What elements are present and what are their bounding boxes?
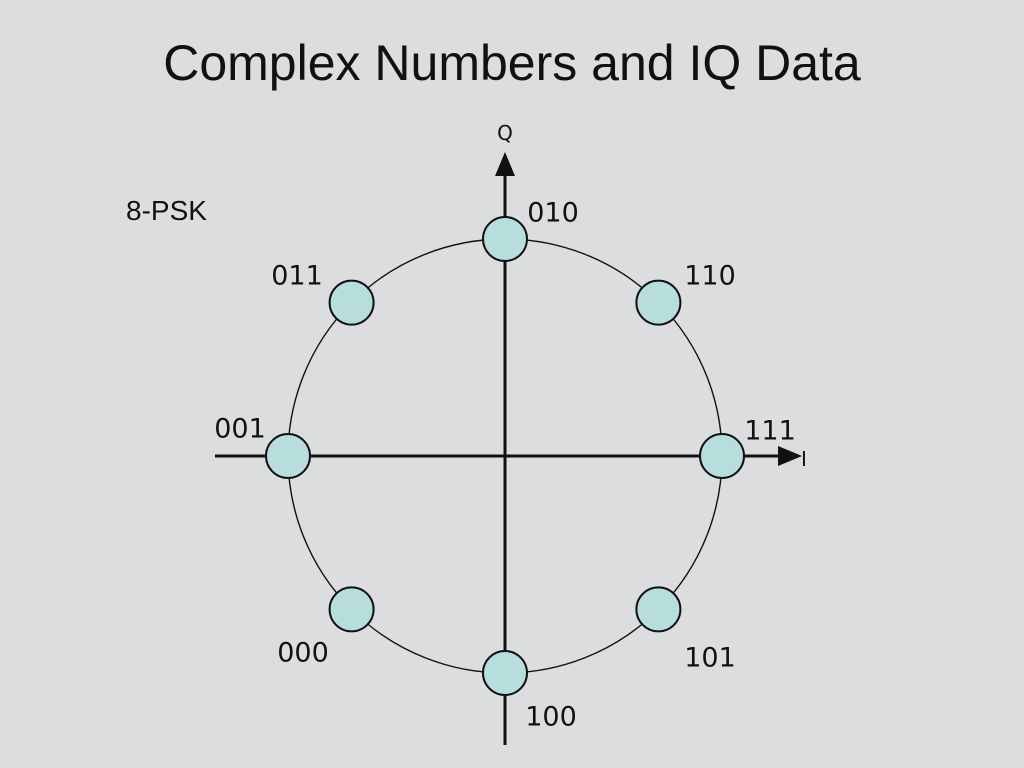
constellation-point-001	[265, 433, 311, 479]
i-axis-arrow-icon	[778, 446, 802, 466]
symbol-label-110: 110	[684, 261, 736, 292]
constellation-point-101	[635, 586, 682, 633]
symbol-label-010: 010	[527, 198, 579, 229]
symbol-label-100: 100	[525, 702, 577, 733]
symbol-label-011: 011	[271, 261, 323, 292]
symbol-labels: 111 110 010 011 001 000 100 101	[214, 198, 796, 733]
symbol-label-101: 101	[684, 643, 736, 674]
constellation-point-100	[482, 650, 528, 696]
constellation-point-110	[635, 279, 682, 326]
constellation-point-010	[482, 216, 528, 262]
constellation-point-111	[699, 433, 745, 479]
constellation-points	[265, 216, 745, 696]
symbol-label-000: 000	[277, 638, 329, 669]
symbol-label-001: 001	[214, 414, 266, 445]
i-axis-label: I	[801, 447, 807, 471]
q-axis-arrow-icon	[495, 152, 515, 176]
constellation-point-011	[328, 279, 375, 326]
slide-title: Complex Numbers and IQ Data	[163, 35, 861, 91]
q-axis-label: Q	[497, 121, 513, 145]
constellation-point-000	[328, 586, 375, 633]
symbol-label-111: 111	[744, 416, 796, 447]
modulation-scheme-label: 8-PSK	[126, 195, 207, 226]
